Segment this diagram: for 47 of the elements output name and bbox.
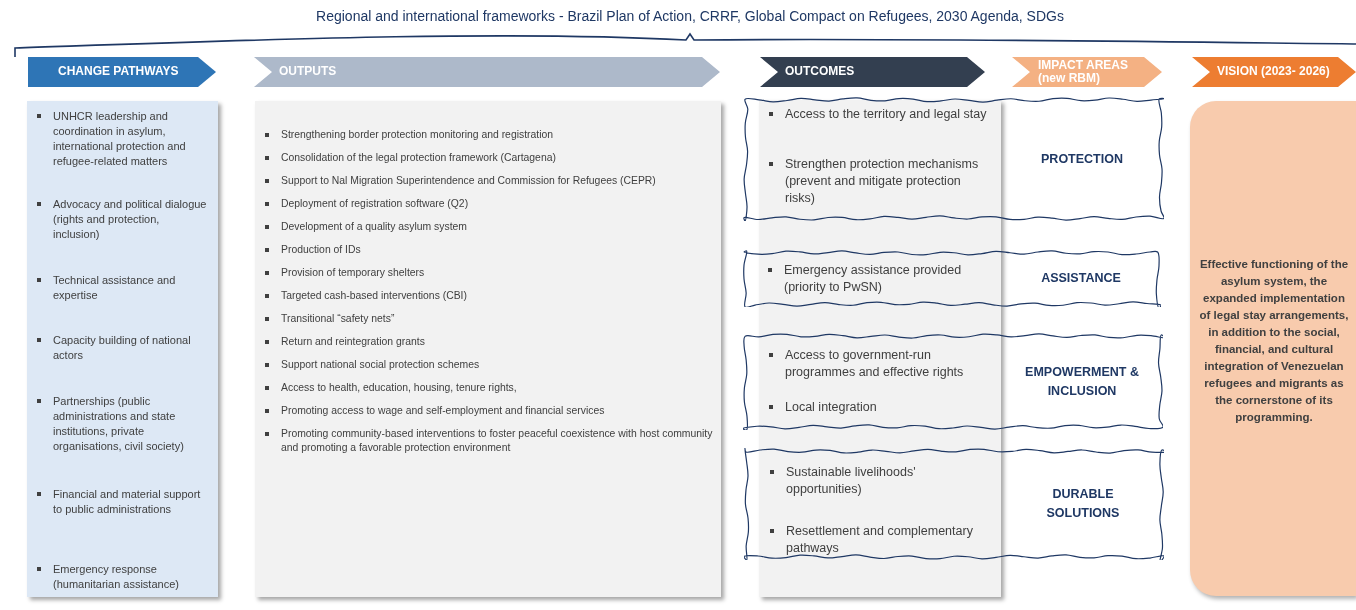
bullet-item: Technical assistance and expertise [35,273,208,303]
chevron-header: OUTPUTS [254,57,720,87]
bullet-item: Development of a quality asylum system [263,220,717,235]
vision-panel [1190,101,1356,596]
bullet-item: Promoting community-based interventions to foster peaceful coexistence with host community and promoting a favorable protection environment [263,427,717,456]
bullet-item: Partnerships (public administrations and state institutions, private organisations, civil society) [35,394,208,454]
bullet-item: Strengthening border protection monitoring and registration [263,128,717,143]
bullet-item: Access to the territory and legal stay [767,106,989,123]
bullet-item: Sustainable livelihoods' opportunities) [768,464,990,498]
bullet-item: Financial and material support to public administrations [35,487,208,517]
impact-area-label: DURABLE SOLUTIONS [1045,486,1121,522]
impact-area-label: ASSISTANCE [1040,270,1122,287]
chevron-header: IMPACT AREAS (new RBM) [1012,57,1162,87]
bullet-item: Return and reintegration grants [263,335,717,350]
bullet-item: Emergency assistance provided (priority to PwSN) [766,262,988,296]
bullet-item: Deployment of registration software (Q2) [263,197,717,212]
chevron-header: OUTCOMES [760,57,985,87]
outcome-box [744,448,1164,560]
title: Regional and international frameworks - Brazil Plan of Action, CRRF, Global Compact on Refugees, 2030 Agenda, SDGs [315,8,1065,24]
bullet-item: Capacity building of national actors [35,333,208,363]
bullet-item: Emergency response (humanitarian assistance) [35,562,208,592]
bullet-item: Access to government-run programmes and effective rights [767,347,989,381]
bullet-item: Support national social protection schemes [263,358,717,373]
outcome-box [743,333,1163,430]
impact-area-label: EMPOWERMENT & INCLUSION [1024,363,1140,400]
bullet-item: Resettlement and complementary pathways [768,523,990,557]
bullet-item: UNHCR leadership and coordination in asylum, international protection and refugee-related matters [35,109,208,169]
bullet-item: Consolidation of the legal protection framework (Cartagena) [263,151,717,166]
bullet-item: Promoting access to wage and self-employment and financial services [263,404,717,419]
chevron-header: CHANGE PATHWAYS [28,57,216,87]
bullet-item: Access to health, education, housing, tenure rights, [263,381,717,396]
outcome-box [743,97,1164,221]
outcome-box [742,250,1161,307]
impact-area-label: PROTECTION [1040,150,1124,168]
bullet-item: Local integration [767,399,989,416]
text-panel [255,101,721,597]
vision-statement: Effective functioning of the asylum system, the expanded implementation of legal stay arrangements, in addition to the social, financial, and cultural integration of Venezuelan refugees and migrants as the cornerstone of its programming. [1198,256,1350,425]
bullet-item: Advocacy and political dialogue (rights and protection, inclusion) [35,197,208,242]
bullet-item: Production of IDs [263,243,717,258]
bullet-item: Strengthen protection mechanisms (prevent and mitigate protection risks) [767,156,989,207]
bullet-item: Provision of temporary shelters [263,266,717,281]
bullet-item: Transitional “safety nets” [263,312,717,327]
chevron-header: VISION (2023- 2026) [1192,57,1356,87]
bullet-item: Targeted cash-based interventions (CBI) [263,289,717,304]
bullet-item: Support to Nal Migration Superintendence and Commission for Refugees (CEPR) [263,174,717,189]
panel [759,100,1001,597]
text-panel [27,101,218,597]
